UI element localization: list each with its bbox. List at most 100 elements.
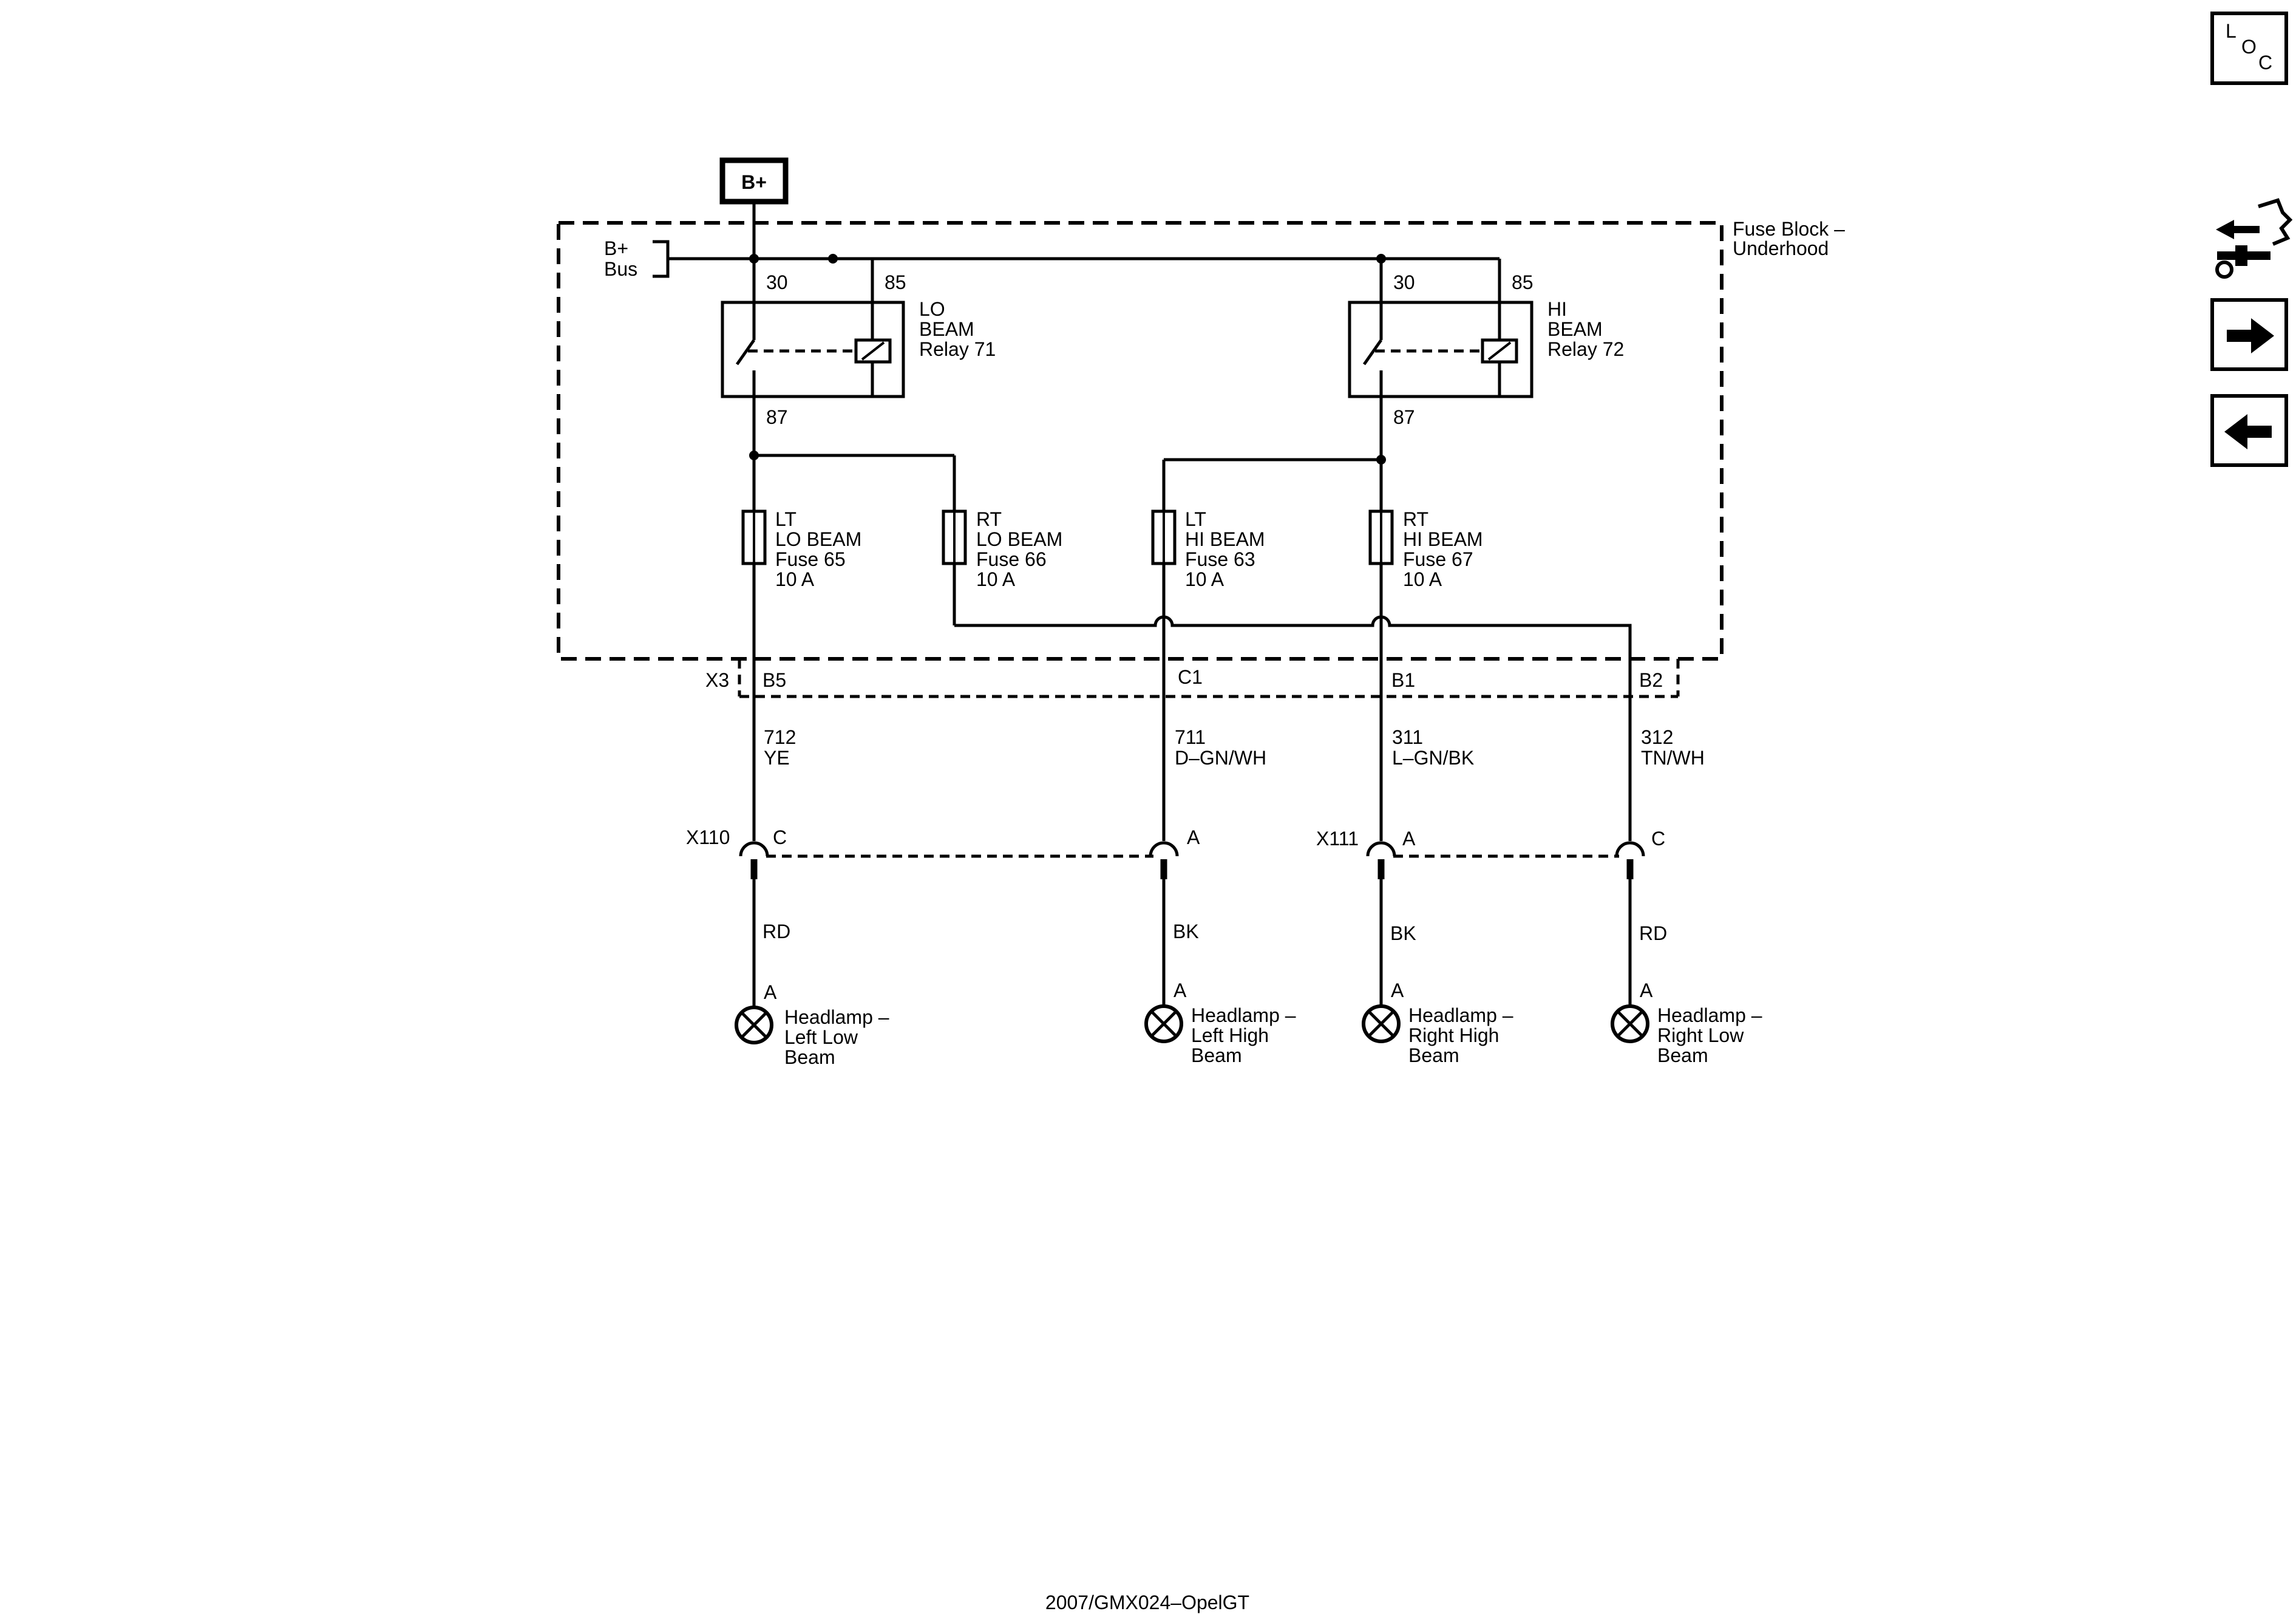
connector-tool-icon[interactable] [2215, 245, 2271, 279]
relay-pin-30: 30 [766, 271, 788, 293]
relay-label-line1: HI [1547, 298, 1567, 320]
wire-color: RD [763, 921, 790, 942]
wire-circuit: 311 [1392, 726, 1423, 748]
diagram-footer: 2007/GMX024–OpelGT [1045, 1592, 1249, 1613]
relay-pin-30: 30 [1393, 271, 1415, 293]
loc-letter: O [2241, 36, 2257, 58]
loc-letter: L [2226, 20, 2237, 42]
fuse-block-outline: Fuse Block – Underhood [557, 218, 1845, 661]
headlamp-label-line3: Beam [1657, 1044, 1708, 1066]
connector-pin: A [1402, 828, 1416, 850]
previous-page-button[interactable] [2210, 394, 2288, 467]
headlamp-label-line2: Left High [1191, 1024, 1269, 1046]
headlamp-right-low-beam: A Headlamp – Right Low Beam [1611, 979, 1762, 1066]
previous-arrow-icon [2224, 414, 2272, 449]
headlamp-label-line1: Headlamp – [1191, 1004, 1296, 1026]
relay-pin-87: 87 [1393, 406, 1415, 428]
fuse-name: Fuse 67 [1403, 548, 1473, 570]
wire-color: TN/WH [1641, 747, 1705, 769]
fuse-block-label-line2: Underhood [1733, 237, 1829, 259]
lo-beam-relay: 30 85 87 LO BEAM Relay 71 [721, 259, 996, 455]
fuse-rt-lo-beam: RT LO BEAM Fuse 66 10 A [942, 508, 1062, 590]
wire-circuit: 711 [1175, 726, 1206, 748]
headlamp-label-line2: Left Low [784, 1026, 858, 1048]
relay-label-line3: Relay 72 [1547, 338, 1624, 360]
fuse-feed-wires [749, 451, 1386, 510]
headlamp-pin: A [1640, 979, 1653, 1001]
connector-x3-pin: B5 [763, 669, 786, 691]
wire-color: BK [1390, 922, 1416, 944]
fuse-side: RT [976, 508, 1002, 530]
connector-x3-pin: B2 [1639, 669, 1663, 691]
fuse-name: Fuse 63 [1185, 548, 1255, 570]
fuse-output-wires [752, 564, 1632, 841]
wire-color: RD [1639, 922, 1667, 944]
connector-pin: C [773, 826, 787, 848]
headlamp-label-line2: Right Low [1657, 1024, 1744, 1046]
relay-label-line1: LO [919, 298, 945, 320]
fuse-side: LT [1185, 508, 1206, 530]
connector-terminals [739, 841, 1645, 879]
relay-pin-85: 85 [1512, 271, 1533, 293]
headlamp-left-low-beam: A Headlamp – Left Low Beam [735, 981, 889, 1068]
headlamp-label-line3: Beam [784, 1046, 835, 1068]
b-plus-bus: B+ Bus [604, 237, 1500, 280]
headlamp-label-line1: Headlamp – [1408, 1004, 1513, 1026]
wire-color: D–GN/WH [1175, 747, 1266, 769]
headlamp-pin: A [764, 981, 777, 1003]
wire-color: L–GN/BK [1392, 747, 1474, 769]
wire-color: YE [764, 747, 790, 769]
headlamp-label-line1: Headlamp – [784, 1006, 889, 1028]
connector-x3-name: X3 [705, 669, 729, 691]
fuse-beam: HI BEAM [1185, 528, 1265, 550]
connector-x3: X3 B5 C1 B1 B2 [705, 659, 1680, 698]
component-locator-icon[interactable] [2216, 198, 2293, 248]
wire-circuit: 712 [764, 726, 796, 748]
headlamp-label-line1: Headlamp – [1657, 1004, 1762, 1026]
connector-pin: A [1187, 826, 1200, 848]
next-page-button[interactable] [2210, 298, 2288, 371]
fuse-rating: 10 A [1185, 568, 1224, 590]
connector-x3-pin: C1 [1178, 666, 1203, 688]
fuse-rating: 10 A [1403, 568, 1442, 590]
relay-pin-85: 85 [885, 271, 906, 293]
loc-letter: C [2258, 52, 2272, 73]
connector-x3-pin: B1 [1391, 669, 1415, 691]
inline-connector-x111: X111 A C [1316, 828, 1665, 858]
fuse-lt-hi-beam: LT HI BEAM Fuse 63 10 A [1151, 508, 1265, 590]
headlamp-pin: A [1391, 979, 1404, 1001]
fuse-beam: LO BEAM [775, 528, 861, 550]
loc-button[interactable]: L O C [2210, 12, 2288, 85]
next-arrow-icon [2227, 318, 2274, 353]
fuse-rating: 10 A [976, 568, 1016, 590]
bus-label-line1: B+ [604, 237, 628, 259]
fuse-name: Fuse 65 [775, 548, 846, 570]
relay-label-line2: BEAM [919, 318, 974, 340]
lower-wires: RD BK BK RD [752, 879, 1667, 1008]
fuse-side: RT [1403, 508, 1428, 530]
fuse-rt-hi-beam: RT HI BEAM Fuse 67 10 A [1368, 508, 1483, 590]
headlamp-label-line2: Right High [1408, 1024, 1499, 1046]
fuse-lt-lo-beam: LT LO BEAM Fuse 65 10 A [741, 508, 861, 590]
headlamp-pin: A [1173, 979, 1187, 1001]
fuse-block-label-line1: Fuse Block – [1733, 218, 1845, 240]
fuse-name: Fuse 66 [976, 548, 1047, 570]
fuse-rating: 10 A [775, 568, 815, 590]
headlamp-left-high-beam: A Headlamp – Left High Beam [1144, 979, 1296, 1066]
headlamp-label-line3: Beam [1408, 1044, 1459, 1066]
connector-pin: C [1651, 828, 1665, 850]
wire-color: BK [1173, 921, 1199, 942]
inline-connector-x110: X110 C A [686, 826, 1200, 858]
wire-circuit: 312 [1641, 726, 1673, 748]
hi-beam-relay: 30 85 87 HI BEAM Relay 72 [1348, 259, 1624, 455]
relay-pin-87: 87 [766, 406, 788, 428]
fuse-beam: HI BEAM [1403, 528, 1483, 550]
bus-label-line2: Bus [604, 258, 637, 280]
headlamp-label-line3: Beam [1191, 1044, 1242, 1066]
upper-wire-labels: 712 YE 711 D–GN/WH 311 L–GN/BK 312 TN/WH [764, 726, 1705, 769]
connector-name: X110 [686, 826, 730, 848]
connector-name: X111 [1316, 828, 1359, 850]
relay-label-line2: BEAM [1547, 318, 1603, 340]
fuse-beam: LO BEAM [976, 528, 1062, 550]
